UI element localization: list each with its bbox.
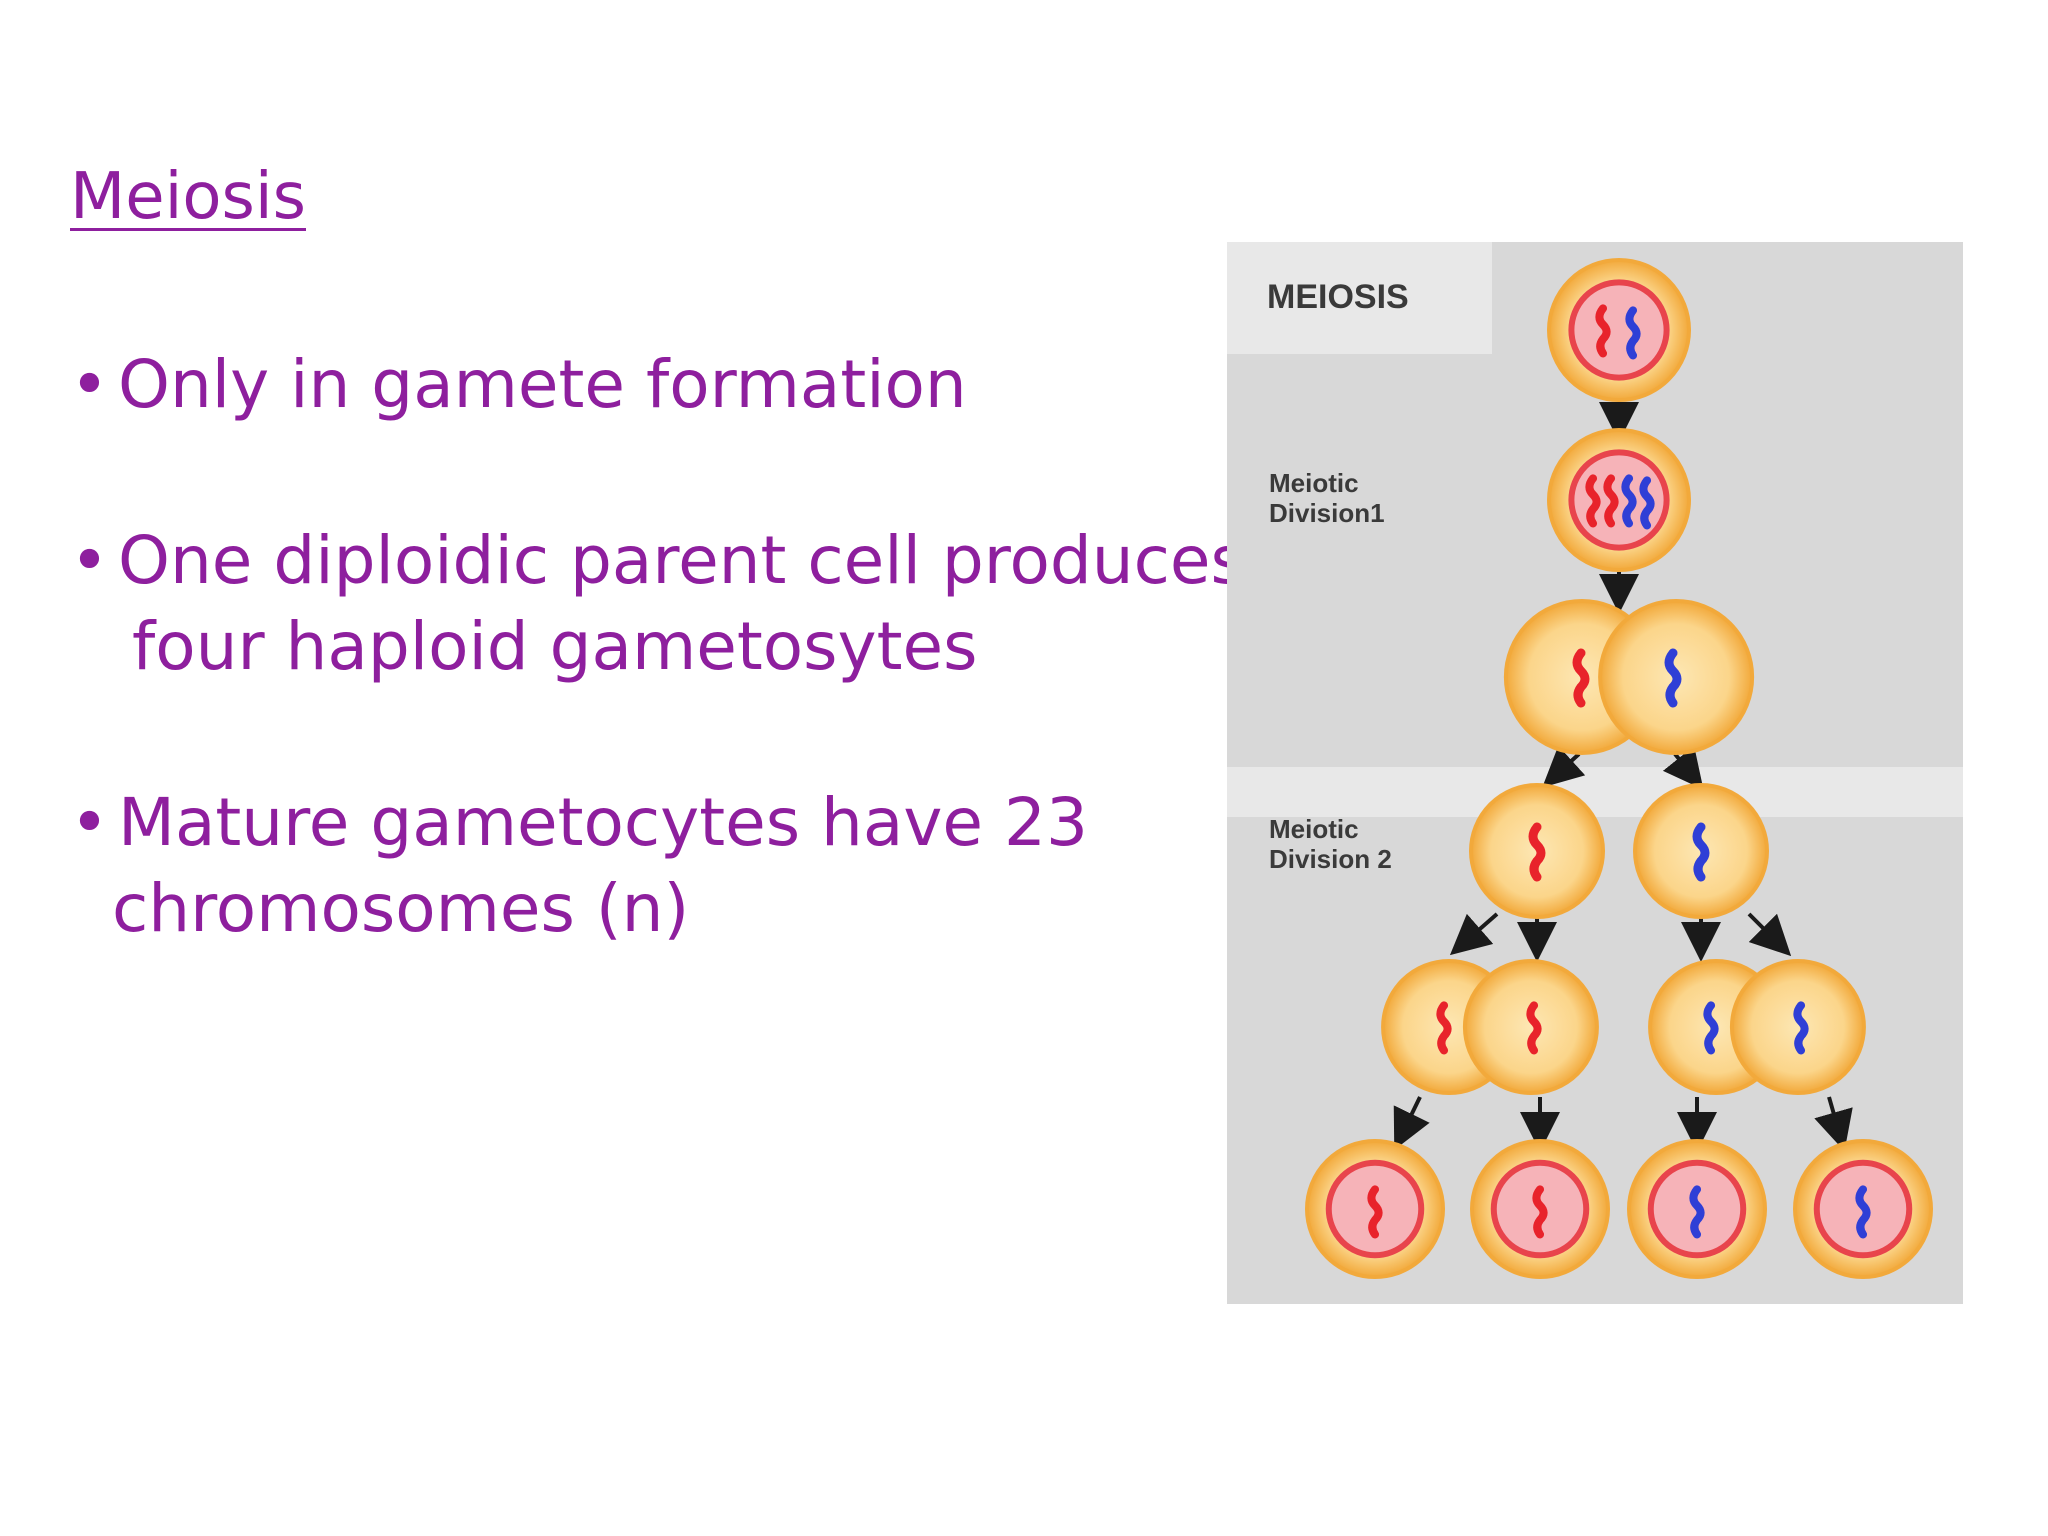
gamete-4	[1793, 1139, 1933, 1279]
division-2-cell-right	[1633, 783, 1769, 919]
arrow-gamete-4	[1814, 1096, 1853, 1152]
division-2-label-line1: Meiotic	[1269, 814, 1359, 844]
meiosis-diagram-svg: MEIOSIS Meiotic Division1 Meiotic Divisi…	[1227, 242, 1963, 1304]
nucleus	[1568, 279, 1670, 381]
diagram-heading: MEIOSIS	[1267, 278, 1409, 316]
chromosome-red	[1528, 822, 1546, 882]
chromosome-blue	[1855, 1185, 1871, 1239]
chromosome-red	[1585, 474, 1601, 528]
division-1-label-line2: Division1	[1269, 498, 1385, 528]
slide-title: Meiosis	[70, 160, 306, 234]
bullet-marker: •	[70, 522, 109, 599]
bullet-text-continued: four haploid gametosytes	[132, 608, 978, 685]
division-2-dividing-right	[1648, 959, 1866, 1095]
parent-cell	[1547, 258, 1691, 402]
replicated-cell	[1547, 428, 1691, 572]
gamete-3	[1627, 1139, 1767, 1279]
chromosome-blue	[1703, 1001, 1719, 1055]
chromosome-red	[1367, 1185, 1383, 1239]
arrow-left-a	[1449, 912, 1499, 956]
bullet-text: Mature gametocytes have 23	[118, 784, 1088, 861]
chromosome-red	[1526, 1001, 1542, 1055]
chromosome-red	[1532, 1185, 1548, 1239]
chromosome-red	[1603, 474, 1619, 528]
chromosome-blue	[1689, 1185, 1705, 1239]
chromosome-red	[1572, 648, 1590, 708]
chromosome-red	[1595, 304, 1611, 358]
chromosome-blue	[1664, 648, 1682, 708]
division-2-label-line2: Division 2	[1269, 844, 1392, 874]
division-1-label-line1: Meiotic	[1269, 468, 1359, 498]
meiosis-diagram: MEIOSIS Meiotic Division1 Meiotic Divisi…	[1227, 242, 1963, 1304]
bullet-text: Only in gamete formation	[118, 346, 967, 423]
gamete-1	[1305, 1139, 1445, 1279]
bullet-gamete-formation: •Only in gamete formation	[70, 342, 967, 428]
bullet-diploid-parent: •One diploidic parent cell produces four…	[70, 518, 1245, 690]
chromosome-blue	[1621, 474, 1637, 528]
arrow-right-b	[1747, 912, 1792, 957]
gamete-2	[1470, 1139, 1610, 1279]
cell-half-right	[1729, 959, 1866, 1095]
chromosome-red	[1436, 1001, 1452, 1055]
cell-half-right	[1462, 959, 1599, 1095]
bullet-text-continued: chromosomes (n)	[112, 870, 690, 947]
division-1-cell	[1503, 599, 1755, 755]
division-2-cell-left	[1469, 783, 1605, 919]
arrow-gamete-1	[1393, 1096, 1430, 1150]
diagram-heading-box	[1227, 242, 1492, 354]
bullet-marker: •	[70, 784, 109, 861]
division-2-band	[1227, 767, 1963, 817]
chromosome-blue	[1639, 476, 1655, 530]
chromosome-blue	[1692, 822, 1710, 882]
arrow-div1-left	[1542, 745, 1586, 788]
bullet-marker: •	[70, 346, 109, 423]
chromosome-blue	[1793, 1001, 1809, 1055]
bullet-text: One diploidic parent cell produces	[118, 522, 1245, 599]
bullet-mature-gametocytes: •Mature gametocytes have 23 chromosomes …	[70, 780, 1088, 952]
arrow-div1-right	[1662, 745, 1704, 790]
chromosome-blue	[1625, 306, 1641, 360]
division-2-dividing-left	[1381, 959, 1599, 1095]
